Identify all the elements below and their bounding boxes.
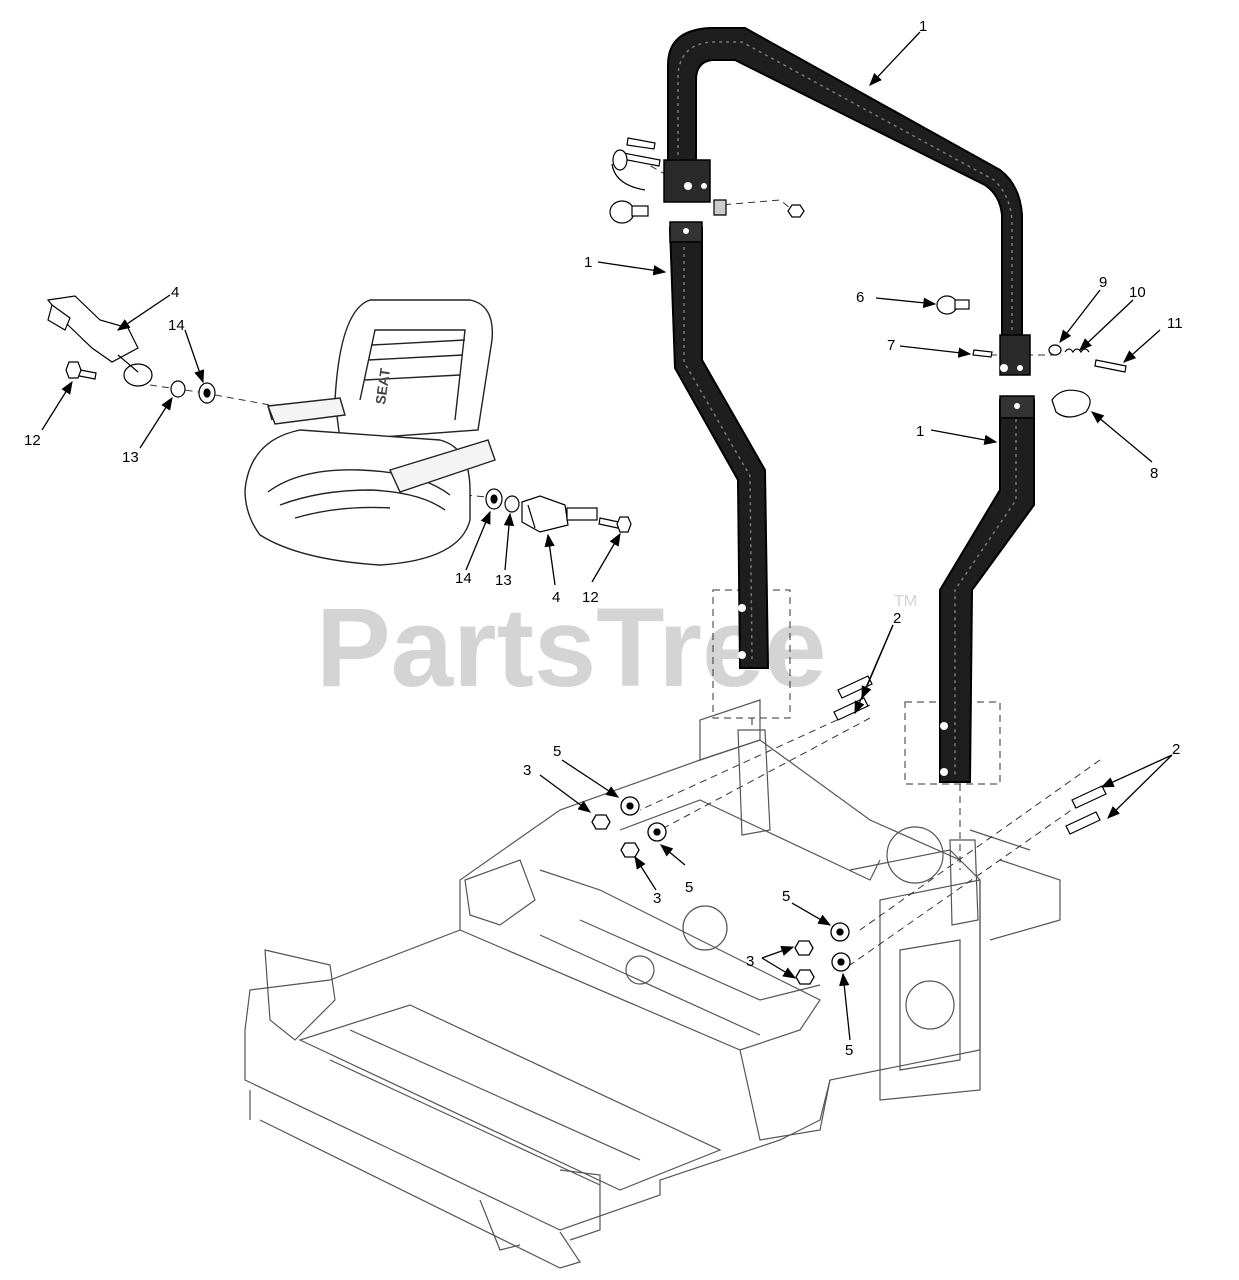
seat-hardware-left	[46, 295, 216, 404]
callout-5-c: 5	[782, 888, 790, 905]
callout-3-a: 3	[523, 762, 531, 779]
seat-label: SEAT	[372, 367, 393, 406]
callout-5-b: 5	[685, 879, 693, 896]
callout-7: 7	[887, 337, 895, 354]
seat: SEAT	[244, 299, 496, 566]
callout-2-right: 2	[1172, 741, 1180, 758]
rops-upper-hoop	[663, 27, 1031, 376]
callout-2-left: 2	[893, 610, 901, 627]
callout-3-c: 3	[746, 953, 754, 970]
callout-5-a: 5	[553, 743, 561, 760]
callout-1-top: 1	[919, 18, 927, 35]
callout-13-right: 13	[495, 572, 512, 589]
callout-4-left: 4	[171, 284, 179, 301]
nuts-and-washers	[591, 796, 851, 985]
callout-3-b: 3	[653, 890, 661, 907]
callout-11: 11	[1167, 315, 1183, 332]
callout-12-right: 12	[582, 589, 599, 606]
callout-13-left: 13	[122, 449, 139, 466]
upper-left-hinge-hardware	[609, 137, 805, 224]
callout-14-right: 14	[455, 570, 472, 587]
watermark-trademark: TM	[894, 593, 917, 610]
callout-1-left-leg: 1	[584, 254, 592, 271]
callout-8: 8	[1150, 465, 1158, 482]
seat-hardware-right	[485, 488, 632, 533]
callout-6: 6	[856, 289, 864, 306]
callout-1-right-leg: 1	[916, 423, 924, 440]
rops-mount-brackets	[737, 729, 979, 926]
rops-right-leg	[939, 395, 1035, 783]
callout-labels: 1 1 1 2 2 3 3 3 4 4 5 5 5 5 6 7 8 9 10 1…	[24, 18, 1183, 1059]
mower-chassis	[244, 699, 1061, 1269]
callout-5-d: 5	[845, 1042, 853, 1059]
rops-left-leg	[668, 221, 770, 669]
callout-4-right: 4	[552, 589, 560, 606]
callout-leaders	[41, 31, 1173, 1041]
callout-10: 10	[1129, 284, 1146, 301]
callout-14-left: 14	[168, 317, 185, 334]
callout-9: 9	[1099, 274, 1107, 291]
callout-12-left: 12	[24, 432, 41, 449]
